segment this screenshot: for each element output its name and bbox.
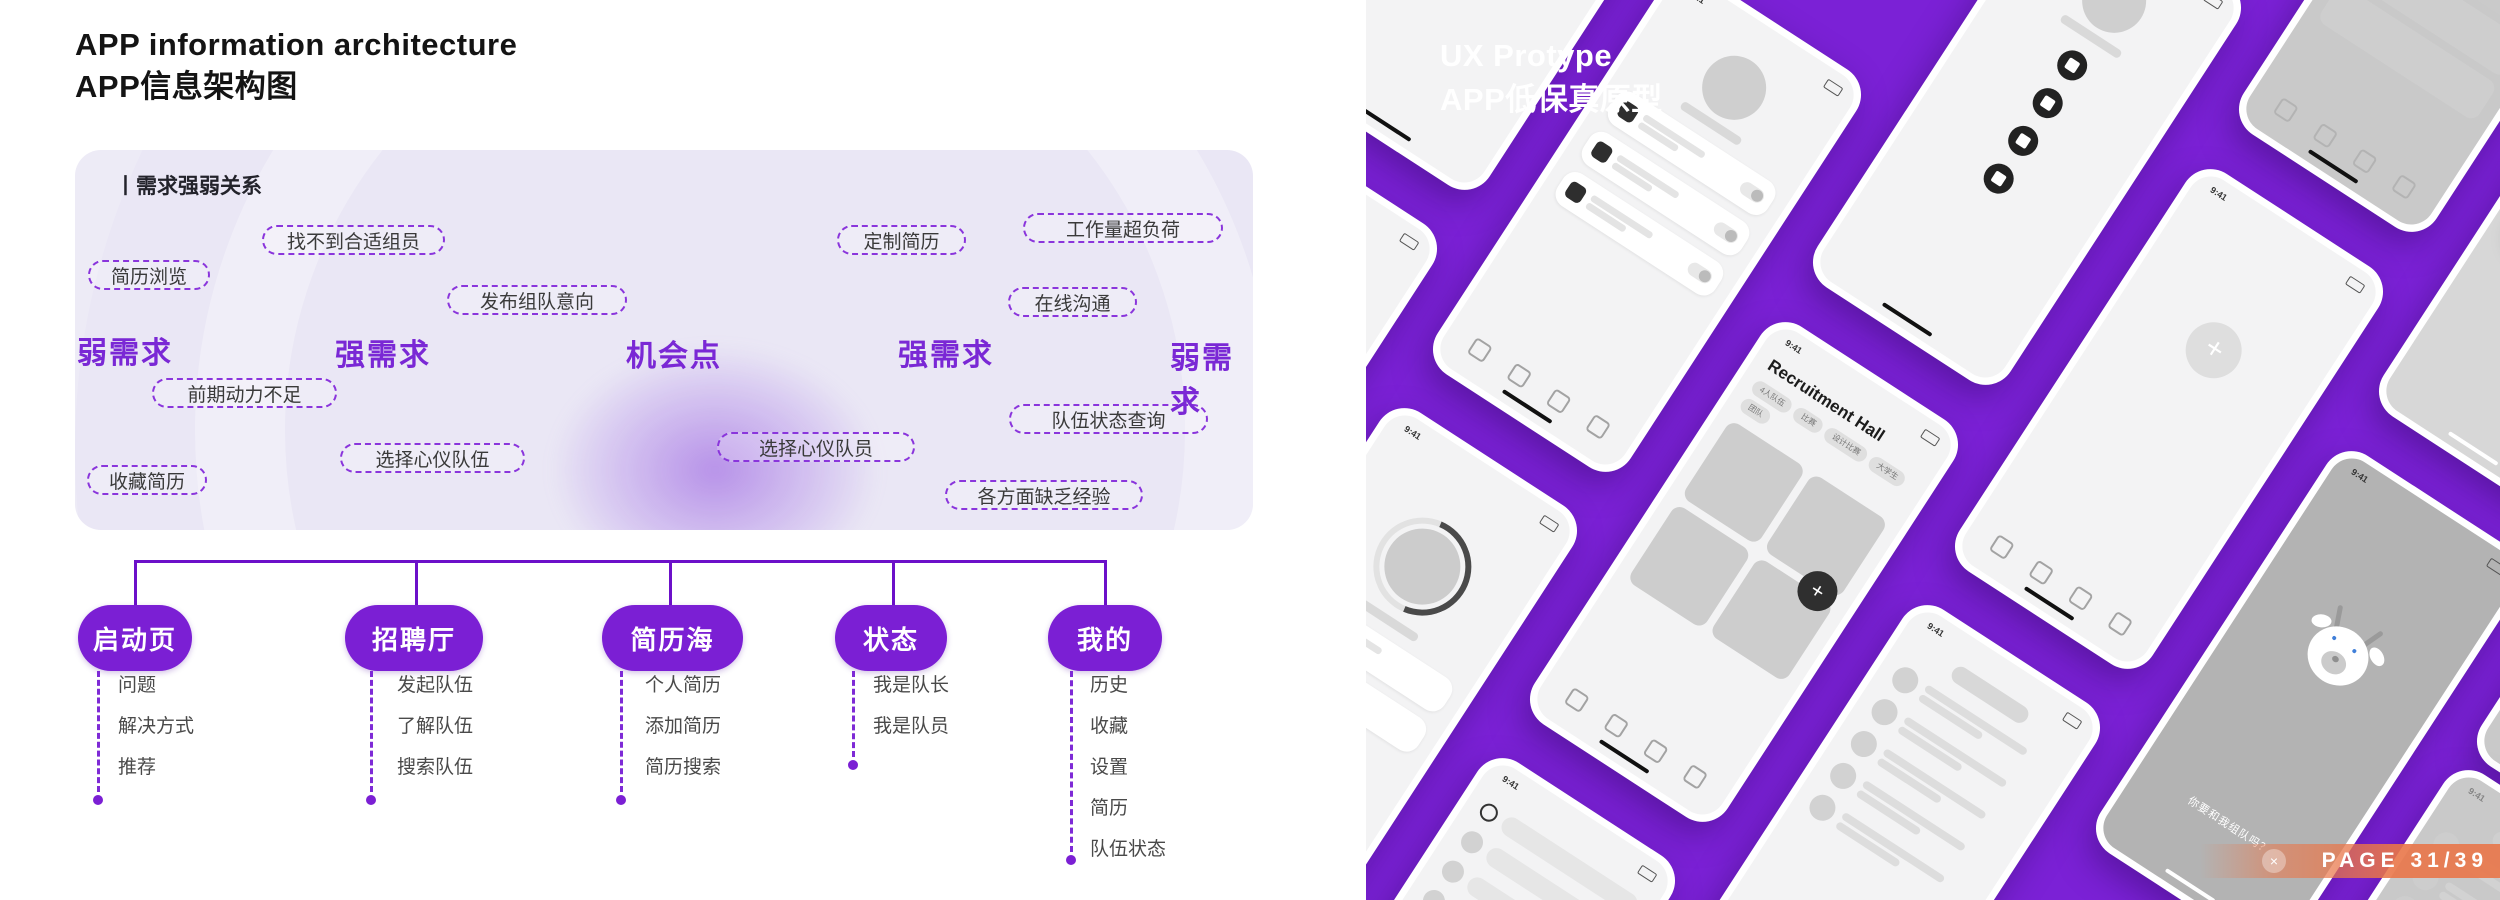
need-pill: 前期动力不足 xyxy=(152,378,337,408)
tree-child-item: 简历 xyxy=(1090,798,1129,819)
panel-header: 丨需求强弱关系 xyxy=(115,175,262,198)
tree-child-item: 问题 xyxy=(118,675,157,696)
tree-child-item: 个人简历 xyxy=(645,675,722,696)
status-time: 9:41 xyxy=(2349,466,2370,485)
tree-node-button: 启动页 xyxy=(78,605,192,671)
battery-icon xyxy=(1636,864,1658,883)
battery-icon xyxy=(1822,78,1844,97)
need-pill: 在线沟通 xyxy=(1008,287,1137,317)
add-circle: + xyxy=(2174,311,2253,389)
battery-icon xyxy=(2202,0,2224,10)
need-pill: 发布组队意向 xyxy=(447,285,627,315)
tree-node-button: 我的 xyxy=(1048,605,1162,671)
close-icon: × xyxy=(2262,849,2286,873)
tree-child-item: 了解队伍 xyxy=(397,716,474,737)
tree-child-item: 简历搜索 xyxy=(645,757,722,778)
tree-child-item: 我是队员 xyxy=(873,716,950,737)
need-pill: 定制简历 xyxy=(837,225,966,255)
resume-icon xyxy=(1977,157,2020,200)
favorite-icon xyxy=(2026,82,2069,124)
tree-dashed-line xyxy=(851,671,855,757)
tree-child-item: 历史 xyxy=(1090,675,1129,696)
battery-icon xyxy=(2344,275,2366,294)
battery-icon xyxy=(1538,514,1560,533)
need-pill: 选择心仪队员 xyxy=(717,432,915,462)
tree-child-item: 发起队伍 xyxy=(397,675,474,696)
tree-connector-stem xyxy=(1103,560,1107,605)
need-pill: 找不到合适组员 xyxy=(262,225,445,255)
status-time: 9:41 xyxy=(1783,337,1804,356)
need-level-label: 弱需求 xyxy=(1170,342,1234,419)
tree-child-item: 队伍状态 xyxy=(1090,839,1167,860)
prototype-panel: UX Protype APP低保真原型 9:41 9:41 请选择队伍类型 9:… xyxy=(1366,0,2500,900)
tree-child-item: 搜索队伍 xyxy=(397,757,474,778)
status-time: 9:41 xyxy=(2466,785,2487,804)
need-pill: 选择心仪队伍 xyxy=(340,443,525,473)
need-level-label: 强需求 xyxy=(335,339,431,372)
tree-line-dot xyxy=(366,795,376,805)
tree-child-item: 解决方式 xyxy=(118,716,195,737)
battery-icon xyxy=(2485,557,2500,576)
tree-child-item: 推荐 xyxy=(118,757,157,778)
status-time: 9:41 xyxy=(1500,773,1521,792)
tree-connector-stem xyxy=(668,560,672,605)
need-pill: 各方面缺乏经验 xyxy=(945,480,1143,510)
need-pill: 简历浏览 xyxy=(88,260,210,290)
home-indicator xyxy=(2447,431,2499,466)
history-icon xyxy=(2051,44,2093,87)
battery-icon xyxy=(1919,428,1941,447)
status-time: 9:41 xyxy=(1686,0,1707,6)
deer-mascot xyxy=(2282,604,2393,715)
tree-line-dot xyxy=(848,760,858,770)
need-pill: 工作量超负荷 xyxy=(1023,213,1223,243)
need-pill: 收藏简历 xyxy=(87,465,207,495)
tree-connector-stem xyxy=(133,560,137,605)
tree-dashed-line xyxy=(369,671,373,792)
tree-child-item: 我是队长 xyxy=(873,675,950,696)
tree-connector-stem xyxy=(891,560,895,605)
tree-child-item: 设置 xyxy=(1090,757,1129,778)
need-level-label: 机会点 xyxy=(626,340,722,373)
home-indicator xyxy=(1366,107,1412,142)
tree-line-dot xyxy=(616,795,626,805)
need-strength-panel: 丨需求强弱关系 简历浏览 找不到合适组员发布组队意向 定制简历 工作量超负荷在线沟通前… xyxy=(75,150,1253,530)
tree-node-button: 招聘厅 xyxy=(345,605,483,671)
tree-node-button: 简历海 xyxy=(602,605,743,671)
tree-dashed-line xyxy=(96,671,100,792)
tree-line-dot xyxy=(93,795,103,805)
need-pill: 队伍状态查询 xyxy=(1009,404,1208,434)
need-level-label: 弱需求 xyxy=(77,337,173,370)
tree-dashed-line xyxy=(1069,671,1073,852)
form-title: 请选择队伍类型 xyxy=(1366,162,1407,280)
tree-dashed-line xyxy=(619,671,623,792)
status-time: 9:41 xyxy=(1402,423,1423,442)
battery-icon xyxy=(1398,232,1420,251)
tree-child-item: 添加简历 xyxy=(645,716,722,737)
tab-bar xyxy=(1977,526,2145,644)
status-time: 9:41 xyxy=(1925,620,1946,639)
tree-node-button: 状态 xyxy=(835,605,947,671)
page-number: PAGE 31/39 xyxy=(2321,849,2488,872)
need-level-label: 强需求 xyxy=(898,339,994,372)
tree-child-item: 收藏 xyxy=(1090,716,1129,737)
search-icon xyxy=(1476,800,1502,826)
status-time: 9:41 xyxy=(2208,184,2229,203)
page-title: APP information architecture APP信息架构图 xyxy=(75,27,518,104)
settings-icon xyxy=(2002,120,2044,162)
battery-icon xyxy=(2061,711,2083,730)
tree-line-dot xyxy=(1066,855,1076,865)
page-badge: × PAGE 31/39 xyxy=(2200,844,2500,878)
prototype-title: UX Protype APP低保真原型 xyxy=(1440,38,1663,117)
tree-connector-horizontal xyxy=(135,560,1105,563)
tree-connector-stem xyxy=(414,560,418,605)
home-indicator xyxy=(1881,302,1933,337)
